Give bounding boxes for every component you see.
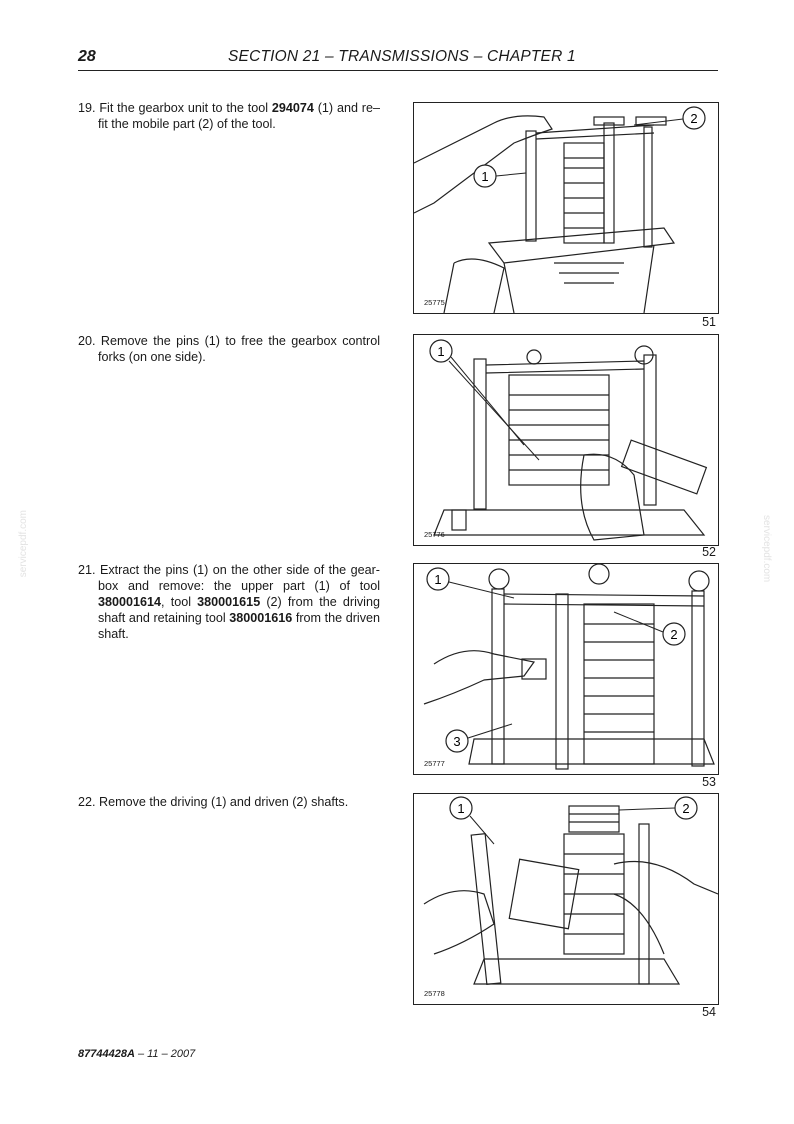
pins-removal-illustration: 1 (429, 339, 708, 541)
callout-1: 1 (473, 164, 527, 188)
step-number: 20. (78, 334, 96, 348)
upper-tool-removal-illustration: 1 2 3 (423, 564, 715, 770)
figure-54: 1 2 25778 (413, 793, 719, 1005)
callout-1: 1 (429, 339, 540, 461)
step-21: 21. Extract the pins (1) on the other si… (78, 563, 380, 641)
figure-number-53: 53 (702, 775, 716, 789)
watermark-right: servicepdf.com (761, 515, 772, 583)
page-footer: 87744428A – 11 – 2007 (78, 1048, 195, 1060)
section-title: SECTION 21 – TRANSMISSIONS – CHAPTER 1 (228, 48, 576, 65)
step-number: 21. (78, 563, 96, 577)
figure-52: 1 25776 (413, 334, 719, 546)
callout-3: 3 (445, 723, 513, 753)
svg-text:1: 1 (434, 572, 441, 587)
gearbox-tool-illustration: 1 2 (414, 106, 706, 313)
figure-code: 25777 (424, 759, 445, 768)
figure-number-52: 52 (702, 545, 716, 559)
figure-code: 25778 (424, 989, 445, 998)
callout-1: 1 (426, 567, 515, 599)
page-number: 28 (78, 48, 96, 65)
document-date: – 11 – 2007 (134, 1048, 196, 1060)
figure-number-54: 54 (702, 1005, 716, 1019)
svg-text:2: 2 (682, 801, 689, 816)
figure-51: 1 2 25775 (413, 102, 719, 314)
page-header: 28 SECTION 21 – TRANSMISSIONS – CHAPTER … (78, 46, 718, 71)
callout-2: 2 (633, 106, 706, 130)
figure-code: 25776 (424, 530, 445, 539)
figure-number-51: 51 (702, 315, 716, 329)
document-code: 87744428A (78, 1048, 135, 1060)
svg-text:3: 3 (453, 734, 460, 749)
callout-1: 1 (449, 796, 495, 845)
step-20: 20. Remove the pins (1) to free the gear… (78, 334, 380, 364)
watermark-left: servicepdf.com (18, 510, 29, 578)
step-number: 19. (78, 101, 96, 115)
figure-53: 1 2 3 25777 (413, 563, 719, 775)
svg-text:1: 1 (457, 801, 464, 816)
svg-text:1: 1 (481, 169, 488, 184)
callout-2: 2 (618, 796, 698, 820)
svg-text:2: 2 (670, 627, 677, 642)
step-19: 19. Fit the gearbox unit to the tool 294… (78, 101, 381, 131)
step-22: 22. Remove the driving (1) and driven (2… (78, 795, 349, 809)
svg-text:2: 2 (690, 111, 697, 126)
shafts-removal-illustration: 1 2 (423, 796, 718, 985)
figure-code: 25775 (424, 298, 445, 307)
callout-2: 2 (613, 611, 686, 646)
step-number: 22. (78, 795, 96, 809)
svg-text:1: 1 (437, 344, 444, 359)
